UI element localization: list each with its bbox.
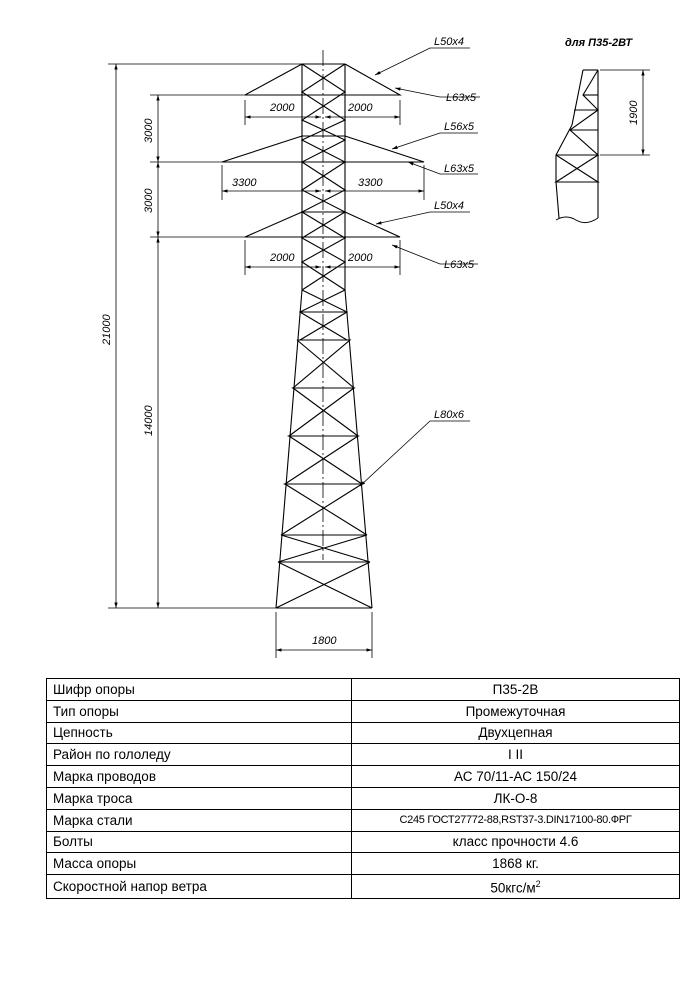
row-label: Марка троса <box>46 786 352 810</box>
table-row: Тип опоры Промежуточная <box>46 699 680 723</box>
callout-7: L80x6 <box>434 409 465 421</box>
row-value: 50кгс/м2 <box>351 874 680 899</box>
dim-detail-height: 1900 <box>628 100 640 125</box>
spec-table: Шифр опоры П35-2В Тип опоры Промежуточна… <box>46 678 680 899</box>
row-label: Шифр опоры <box>46 678 352 701</box>
dim-mid-right: 3300 <box>358 177 383 189</box>
row-label: Цепность <box>46 721 352 745</box>
row-value: класс прочности 4.6 <box>351 830 680 854</box>
table-row: Цепность Двухцепная <box>46 721 680 745</box>
detail-view <box>554 69 600 224</box>
row-label: Масса опоры <box>46 852 352 876</box>
dim-top-right: 2000 <box>347 102 373 114</box>
row-value: С245 ГОСТ27772-88,RST37-3.DIN17100-80.ФР… <box>351 808 680 832</box>
row-value: ЛК-О-8 <box>351 786 680 810</box>
dim-h2: 3000 <box>143 188 155 213</box>
tower-structure <box>221 63 425 609</box>
wind-value: 50кгс/м <box>490 880 536 896</box>
row-value: Двухцепная <box>351 721 680 745</box>
table-row: Шифр опоры П35-2В <box>46 678 680 701</box>
dim-h3: 14000 <box>143 405 155 436</box>
row-label: Скоростной напор ветра <box>46 874 352 899</box>
row-value: I II <box>351 743 680 767</box>
callout-2: L63x5 <box>446 92 477 104</box>
dim-top-left: 2000 <box>269 102 295 114</box>
dim-total-height: 21000 <box>101 314 113 346</box>
dimension-lines <box>108 63 425 658</box>
detail-title: для П35-2ВТ <box>565 37 633 49</box>
dim-mid-left: 3300 <box>232 177 257 189</box>
table-row: Масса опоры 1868 кг. <box>46 852 680 876</box>
dim-base: 1800 <box>312 635 337 647</box>
table-row: Скоростной напор ветра 50кгс/м2 <box>46 874 680 899</box>
row-label: Тип опоры <box>46 699 352 723</box>
tower-drawing: 2000 2000 3300 3300 2000 2000 1800 21000… <box>101 36 650 658</box>
callout-leaders <box>359 47 480 487</box>
dim-low-left: 2000 <box>269 252 295 264</box>
row-value: 1868 кг. <box>351 852 680 876</box>
row-value: П35-2В <box>351 678 680 701</box>
table-row: Марка проводов АС 70/11-АС 150/24 <box>46 765 680 788</box>
callout-6: L63x5 <box>444 259 475 271</box>
row-label: Марка проводов <box>46 765 352 788</box>
callout-3: L56x5 <box>444 121 475 133</box>
detail-dimension <box>600 69 650 156</box>
row-value: Промежуточная <box>351 699 680 723</box>
callout-5: L50x4 <box>434 200 464 212</box>
row-label: Марка стали <box>46 808 352 832</box>
dim-low-right: 2000 <box>347 252 373 264</box>
wind-exponent: 2 <box>535 879 541 890</box>
table-row: Район по гололеду I II <box>46 743 680 767</box>
row-value: АС 70/11-АС 150/24 <box>351 765 680 788</box>
callout-4: L63x5 <box>444 163 475 175</box>
dim-h1: 3000 <box>143 118 155 143</box>
table-row: Марка троса ЛК-О-8 <box>46 786 680 810</box>
row-label: Район по гололеду <box>46 743 352 767</box>
callout-1: L50x4 <box>434 36 464 48</box>
table-row: Марка стали С245 ГОСТ27772-88,RST37-3.DI… <box>46 808 680 832</box>
table-row: Болты класс прочности 4.6 <box>46 830 680 854</box>
row-label: Болты <box>46 830 352 854</box>
